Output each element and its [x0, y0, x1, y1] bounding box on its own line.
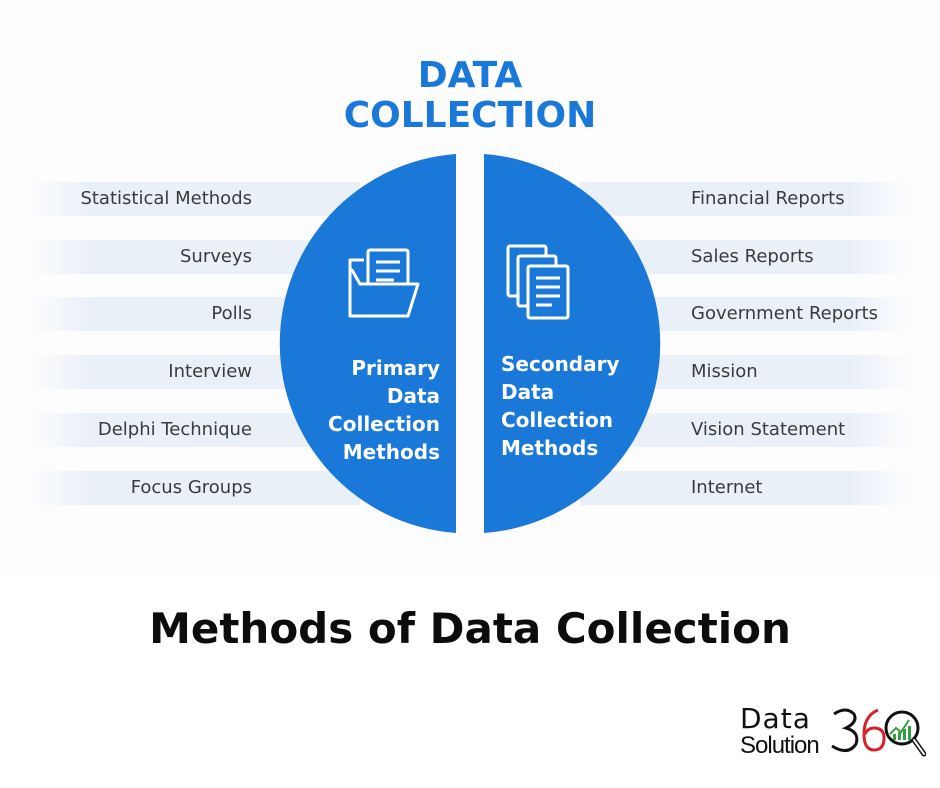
secondary-item-internet: Internet — [691, 477, 763, 498]
logo-word-data: Data — [740, 702, 811, 735]
primary-item-surveys: Surveys — [180, 246, 252, 267]
secondary-band — [580, 182, 910, 216]
primary-label-line: Methods — [342, 440, 440, 464]
secondary-label-line: Collection — [501, 408, 613, 432]
primary-item-polls: Polls — [211, 303, 252, 324]
title-line-1: DATA — [417, 55, 523, 96]
primary-item-focus-groups: Focus Groups — [130, 477, 252, 498]
secondary-band — [580, 471, 910, 505]
primary-band — [30, 182, 360, 216]
brand-logo: Data Solution — [738, 704, 928, 776]
primary-half-circle — [279, 154, 456, 533]
secondary-item-financial-reports: Financial Reports — [691, 188, 845, 209]
split-circle — [279, 154, 661, 533]
logo-word-solution: Solution — [740, 732, 820, 759]
caption: Methods of Data Collection — [149, 604, 791, 653]
secondary-label-line: Methods — [501, 436, 599, 460]
primary-label: Primary Data Collection Methods — [328, 354, 440, 466]
primary-label-line: Data — [386, 384, 440, 408]
stacked-documents-icon — [506, 244, 570, 320]
secondary-item-sales-reports: Sales Reports — [691, 246, 814, 267]
primary-band — [30, 471, 360, 505]
primary-label-line: Primary — [351, 356, 440, 380]
primary-label-line: Collection — [328, 412, 440, 436]
secondary-label: Secondary Data Collection Methods — [501, 350, 620, 462]
title-line-2: COLLECTION — [343, 95, 597, 136]
primary-item-interview: Interview — [168, 361, 252, 382]
secondary-label-line: Secondary — [501, 352, 620, 376]
folder-documents-icon — [348, 248, 420, 318]
secondary-item-mission: Mission — [691, 361, 758, 382]
logo-360-magnifier-icon — [831, 708, 926, 757]
secondary-label-line: Data — [501, 380, 555, 404]
primary-item-statistical-methods: Statistical Methods — [80, 188, 252, 209]
secondary-item-vision-statement: Vision Statement — [691, 419, 846, 440]
secondary-item-government-reports: Government Reports — [691, 303, 879, 324]
secondary-half-circle — [484, 154, 661, 533]
primary-item-delphi-technique: Delphi Technique — [97, 419, 252, 440]
